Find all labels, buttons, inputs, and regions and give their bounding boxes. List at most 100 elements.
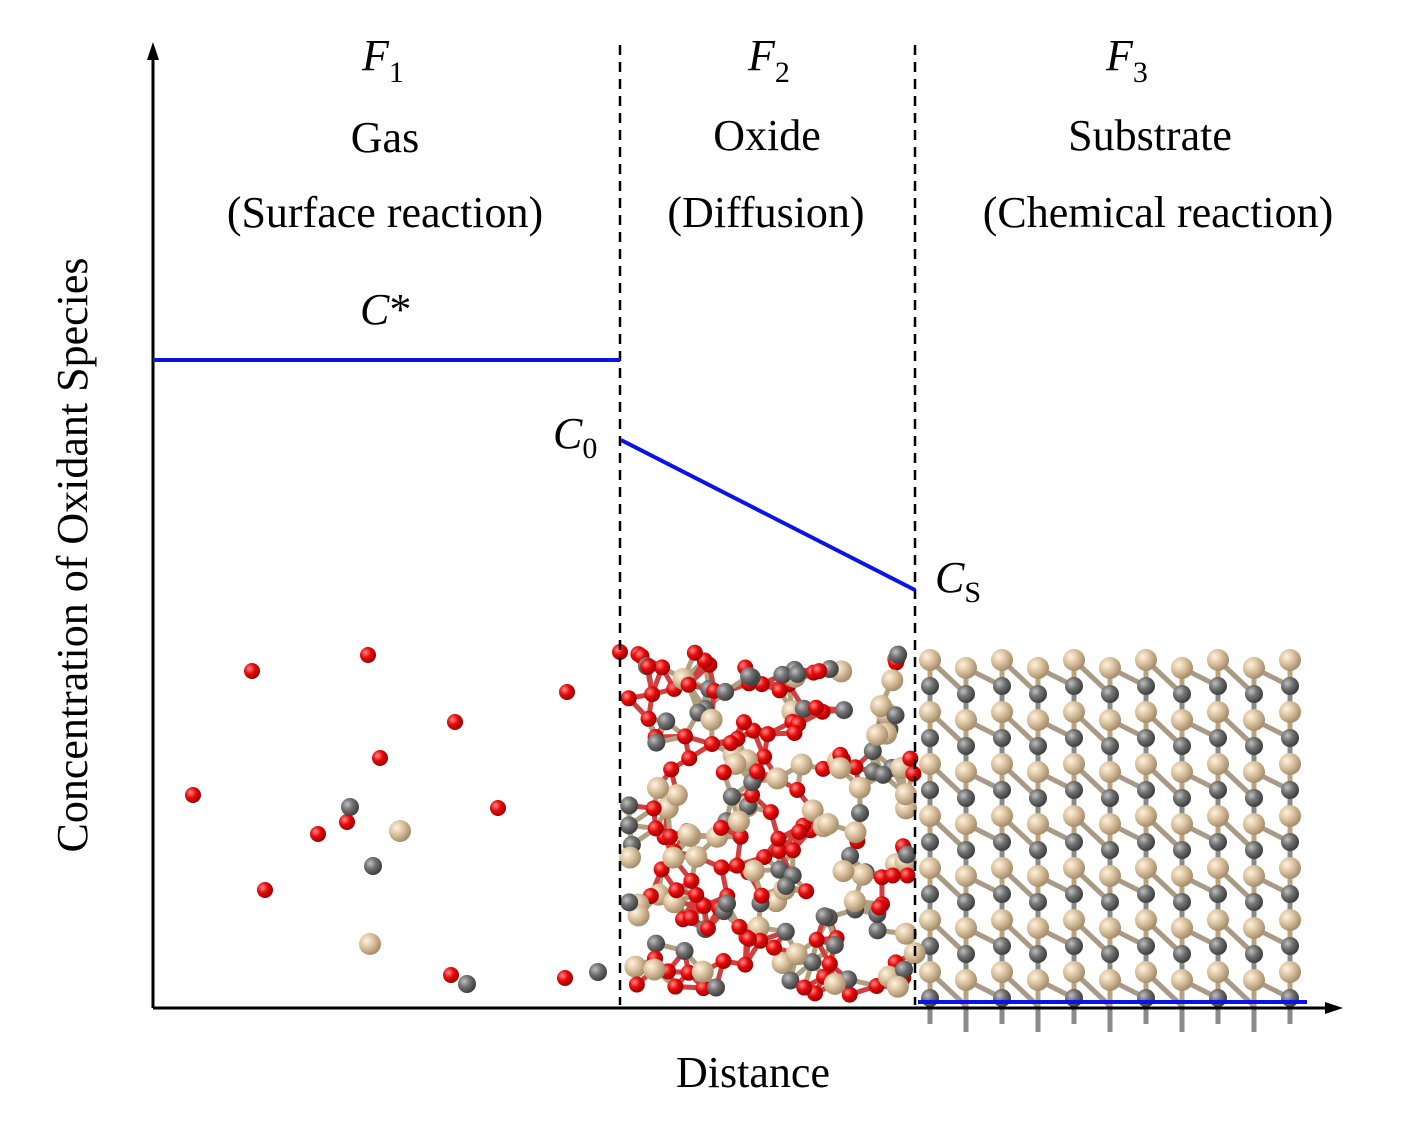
silicon-atom (955, 709, 977, 731)
silicon-atom (832, 860, 855, 883)
silicon-atom (1099, 709, 1121, 731)
atomic-structure (185, 644, 1301, 1032)
carbon-atom (1245, 893, 1263, 911)
carbon-atom (341, 798, 359, 816)
carbon-atom (1101, 737, 1119, 755)
silicon-atom (1171, 657, 1193, 679)
carbon-atom (921, 833, 939, 851)
axes (147, 42, 1343, 1014)
silicon-atom (1063, 753, 1085, 775)
silicon-atom (955, 761, 977, 783)
oxygen-atom (796, 979, 813, 996)
carbon-atom (1065, 677, 1083, 695)
carbon-atom (895, 960, 914, 979)
carbon-atom (706, 978, 725, 997)
silicon-atom (955, 865, 977, 887)
carbon-atom (1209, 989, 1227, 1007)
silicon-atom (1099, 761, 1121, 783)
carbon-atom (675, 941, 694, 960)
silicon-atom (955, 657, 977, 679)
carbon-atom (921, 729, 939, 747)
profile-oxide (620, 438, 916, 592)
silicon-atom (991, 805, 1013, 827)
silicon-atom (1207, 961, 1229, 983)
silicon-atom (1279, 961, 1301, 983)
y-axis-arrow-icon (147, 42, 159, 60)
silicon-atom (1279, 649, 1301, 671)
oxygen-atom (695, 898, 712, 915)
silicon-atom (685, 845, 708, 868)
silicon-atom (1135, 961, 1157, 983)
silicon-atom (991, 701, 1013, 723)
carbon-atom (1137, 833, 1155, 851)
carbon-atom (657, 712, 676, 731)
carbon-atom (921, 781, 939, 799)
carbon-atom (1281, 989, 1299, 1007)
silicon-atom (1279, 701, 1301, 723)
oxygen-atom (784, 842, 801, 859)
oxygen-atom (704, 736, 721, 753)
carbon-atom (921, 937, 939, 955)
carbon-atom (1137, 677, 1155, 695)
oxygen-atom (695, 980, 712, 997)
silicon-atom (1099, 969, 1121, 991)
carbon-atom (1245, 789, 1263, 807)
carbon-atom (993, 833, 1011, 851)
silicon-atom (766, 767, 789, 790)
silicon-atom (1099, 917, 1121, 939)
carbon-atom (1173, 737, 1191, 755)
silicon-atom (1171, 969, 1193, 991)
silicon-atom (785, 942, 808, 965)
silicon-atom (1171, 813, 1193, 835)
carbon-atom (921, 885, 939, 903)
oxygen-atom (731, 918, 748, 935)
oxygen-atom (640, 658, 657, 675)
region-process: (Diffusion) (667, 188, 864, 237)
silicon-atom (991, 753, 1013, 775)
oxygen-atom (756, 748, 773, 765)
oxygen-atom (789, 781, 806, 798)
silicon-atom (919, 909, 941, 931)
carbon-atom (1029, 945, 1047, 963)
oxygen-atom (841, 986, 858, 1003)
oxygen-atom (728, 857, 745, 874)
silicon-atom (816, 812, 839, 835)
region-name: Gas (351, 113, 419, 162)
silicon-atom (919, 857, 941, 879)
oxygen-atom (798, 883, 815, 900)
silicon-atom (991, 909, 1013, 931)
region-name: Substrate (1068, 111, 1232, 160)
oxygen-atom (676, 728, 693, 745)
silicon-atom (662, 846, 685, 869)
carbon-atom (868, 921, 887, 940)
silicon-atom (1243, 917, 1265, 939)
carbon-atom (993, 729, 1011, 747)
silicon-atom (1063, 701, 1085, 723)
silicon-atom (1135, 909, 1157, 931)
carbon-atom (776, 922, 795, 941)
carbon-atom (1173, 945, 1191, 963)
oxygen-atom (339, 814, 355, 830)
silicon-atom (691, 960, 714, 983)
oxygen-atom (884, 867, 901, 884)
silicon-atom (643, 958, 666, 981)
silicon-atom (1027, 969, 1049, 991)
oxygen-atom (647, 820, 664, 837)
silicon-atom (1171, 917, 1193, 939)
oxygen-atom (628, 976, 645, 993)
oxygen-atom (871, 899, 888, 916)
carbon-atom (1029, 685, 1047, 703)
carbon-atom (993, 677, 1011, 695)
region-gas: F1 Gas (Surface reaction) (227, 31, 543, 237)
silicon-atom (677, 823, 700, 846)
carbon-atom (957, 893, 975, 911)
silicon-atom (1243, 813, 1265, 835)
oxygen-atom (644, 686, 661, 703)
carbon-atom (1065, 937, 1083, 955)
oxygen-atom (688, 886, 705, 903)
oxygen-atom (749, 763, 766, 780)
carbon-atom (1137, 781, 1155, 799)
carbon-atom (993, 885, 1011, 903)
silicon-atom (955, 969, 977, 991)
